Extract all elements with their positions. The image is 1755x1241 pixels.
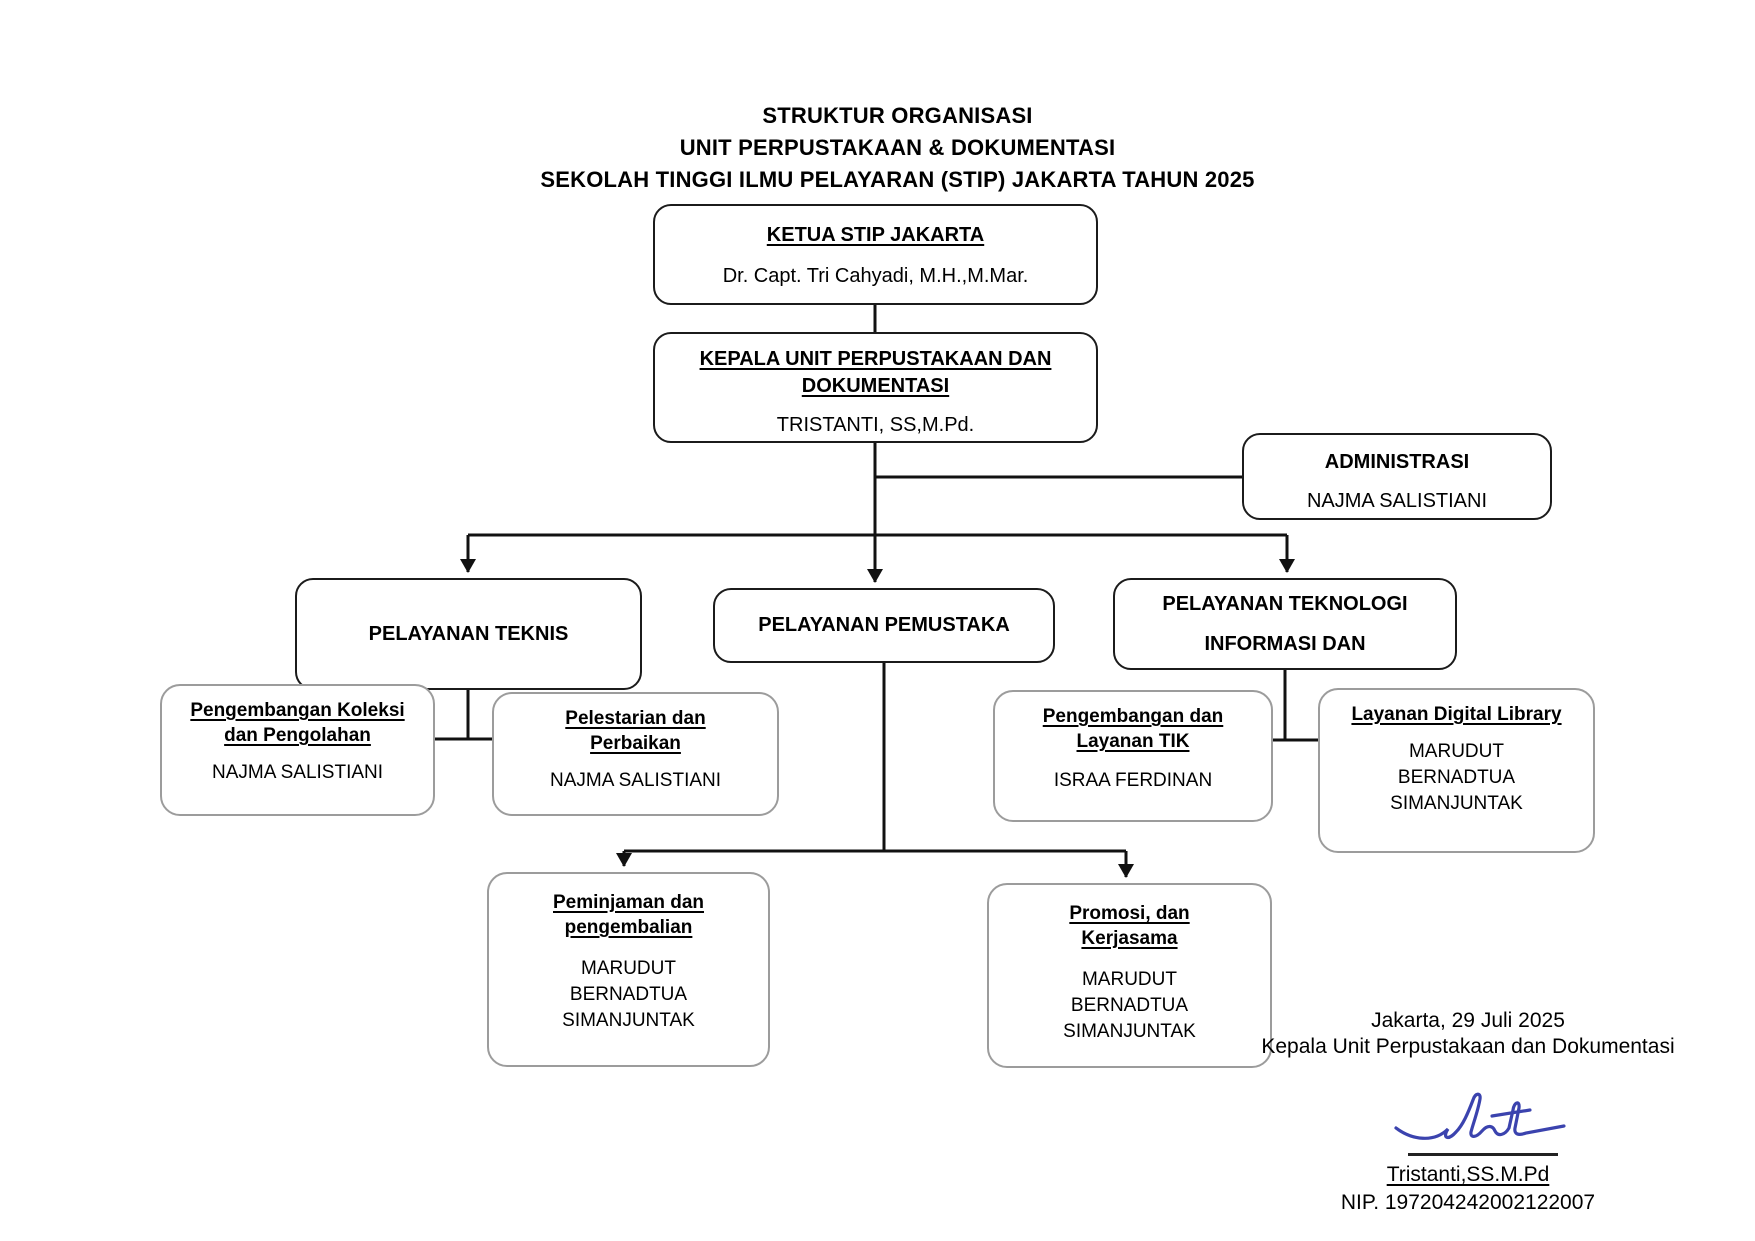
signature-block: Jakarta, 29 Juli 2025 Kepala Unit Perpus… — [1253, 1008, 1683, 1216]
signature-icon — [1394, 1092, 1566, 1140]
org-node-kepala-unit: KEPALA UNIT PERPUSTAKAAN DAN DOKUMENTASI… — [653, 332, 1098, 443]
signature-role: Kepala Unit Perpustakaan dan Dokumentasi — [1261, 1035, 1675, 1058]
node-title: PELAYANAN TEKNIS — [368, 622, 569, 645]
node-person: NAJMA SALISTIANI — [1306, 490, 1488, 512]
node-title: PELAYANAN PEMUSTAKA — [758, 614, 1010, 636]
node-person: MARUDUT BERNADTUA SIMANJUNTAK — [562, 958, 695, 1031]
node-title: PELAYANAN TEKNOLOGI INFORMASI DAN — [1162, 593, 1408, 655]
org-node-pelayanan-teknologi: PELAYANAN TEKNOLOGI INFORMASI DAN — [1113, 578, 1457, 670]
node-title: KETUA STIP JAKARTA — [766, 224, 985, 246]
org-node-pelayanan-pemustaka: PELAYANAN PEMUSTAKA — [713, 588, 1055, 663]
node-person: NAJMA SALISTIANI — [549, 770, 722, 791]
signature-area — [1283, 1086, 1683, 1156]
node-title: ADMINISTRASI — [1324, 451, 1470, 473]
node-title: Pengembangan dan Layanan TIK — [1042, 706, 1224, 752]
org-node-pelayanan-teknis: PELAYANAN TEKNIS — [295, 578, 642, 690]
node-person: ISRAA FERDINAN — [1053, 770, 1213, 791]
node-title: Pengembangan Koleksi dan Pengolahan — [190, 700, 405, 746]
org-node-ketua: KETUA STIP JAKARTA Dr. Capt. Tri Cahyadi… — [653, 204, 1098, 305]
org-node-pengembangan-koleksi: Pengembangan Koleksi dan Pengolahan NAJM… — [160, 684, 435, 816]
node-person: MARUDUT BERNADTUA SIMANJUNTAK — [1063, 969, 1196, 1042]
node-title: Peminjaman dan pengembalian — [553, 892, 704, 938]
org-node-pelestarian: Pelestarian dan Perbaikan NAJMA SALISTIA… — [492, 692, 779, 816]
org-node-pengembangan-tik: Pengembangan dan Layanan TIK ISRAA FERDI… — [993, 690, 1273, 822]
signer-name: Tristanti,SS.M.Pd — [1386, 1163, 1550, 1186]
node-title: Layanan Digital Library — [1351, 704, 1562, 725]
signer-nip: NIP. 197204242002122007 — [1340, 1191, 1596, 1214]
signature-underline — [1408, 1153, 1558, 1156]
node-title: Pelestarian dan Perbaikan — [565, 708, 706, 754]
node-title: KEPALA UNIT PERPUSTAKAAN DAN DOKUMENTASI — [699, 348, 1052, 397]
org-node-promosi: Promosi, dan Kerjasama MARUDUT BERNADTUA… — [987, 883, 1272, 1068]
node-person: MARUDUT BERNADTUA SIMANJUNTAK — [1390, 741, 1523, 814]
node-person: NAJMA SALISTIANI — [211, 762, 384, 783]
org-node-peminjaman: Peminjaman dan pengembalian MARUDUT BERN… — [487, 872, 770, 1067]
node-title: Promosi, dan Kerjasama — [1069, 903, 1190, 949]
org-node-layanan-digital-library: Layanan Digital Library MARUDUT BERNADTU… — [1318, 688, 1595, 853]
page-title: STRUKTUR ORGANISASI UNIT PERPUSTAKAAN & … — [540, 103, 1255, 192]
signature-date: Jakarta, 29 Juli 2025 — [1371, 1009, 1565, 1032]
node-person: Dr. Capt. Tri Cahyadi, M.H.,M.Mar. — [722, 265, 1029, 287]
org-node-administrasi: ADMINISTRASI NAJMA SALISTIANI — [1242, 433, 1552, 520]
node-person: TRISTANTI, SS,M.Pd. — [776, 414, 975, 436]
